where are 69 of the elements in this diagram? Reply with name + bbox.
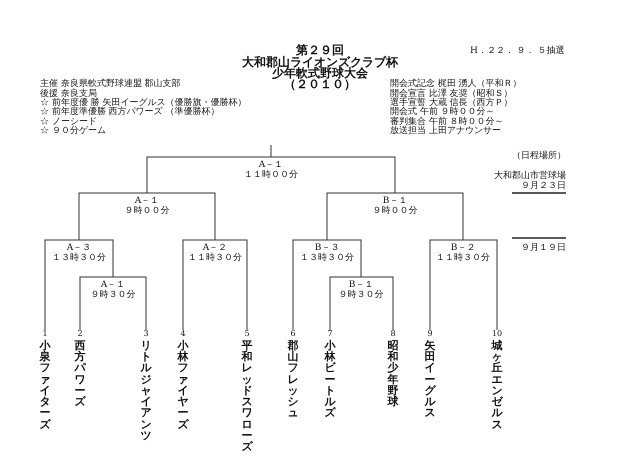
seed-number: 2: [76, 330, 84, 338]
bracket-line: [330, 276, 362, 330]
team-name: 西方パワーズ: [74, 340, 86, 408]
bracket-line: [270, 144, 272, 158]
note: ☆ 前年度優 勝 矢田イーグルス（優勝旗・優勝杯）: [40, 99, 247, 108]
seed-number: 5: [243, 330, 251, 338]
bracket-line: [44, 240, 80, 330]
note: ☆ ９０分ゲーム: [40, 127, 106, 136]
match-label: A－１ ９時００分: [107, 193, 187, 217]
note: 開会式 午前 ９時００分～: [390, 108, 495, 117]
note: ☆ 前年度準優勝 西方パワーズ （準優勝杯）: [40, 108, 220, 117]
venue-text: 大和郡山市営球場: [494, 172, 566, 181]
bracket-line: [326, 192, 396, 240]
match-label: B－１ ９時３０分: [321, 277, 401, 301]
seed-number: 8: [389, 330, 397, 338]
seed-number: 10: [490, 330, 504, 338]
team-name: 小林ファイヤーズ: [178, 340, 188, 430]
match-label: B－１ ９時００分: [355, 193, 435, 217]
date-text: ９月２３日: [521, 182, 566, 191]
team-name: 小林ビートルズ: [324, 340, 336, 419]
note: 放送担当 上田アナウンサー: [390, 127, 501, 136]
note: 後援 奈良支局: [40, 90, 97, 99]
note: 選手宣誓 大蔵 信長（西方Ｐ）: [390, 99, 513, 108]
seed-number: 3: [142, 330, 150, 338]
bracket-line: [360, 276, 394, 330]
date-note: H．２２． ９． ５抽選: [470, 47, 565, 56]
team-name: 昭和少年野球: [388, 340, 398, 408]
match-label: A－１ ９時３０分: [73, 277, 153, 301]
seed-number: 4: [179, 330, 187, 338]
title: 少年軟式野球大会: [272, 67, 368, 79]
bracket-line: [462, 240, 498, 330]
team-name: 小泉ファイターズ: [40, 340, 50, 430]
note: 開会式記念 梶田 湧人（平和Ｒ）: [390, 80, 522, 89]
note: （日程場所）: [512, 152, 566, 161]
bracket-line: [146, 156, 272, 194]
bracket-line: [78, 192, 148, 240]
bracket-line: [80, 276, 114, 330]
team-name: 平和レッドスワローズ: [242, 340, 252, 452]
seed-number: 6: [289, 330, 297, 338]
match-label: A－２ １１時３０分: [175, 240, 255, 264]
seed-number: 1: [41, 330, 49, 338]
seed-number: 7: [326, 330, 334, 338]
note: 主催 奈良県軟式野球連盟 郡山支部: [40, 80, 181, 89]
team-name: 城ヶ丘エンゼルス: [492, 340, 502, 430]
bracket-line: [78, 240, 114, 278]
date-text: ９月１９日: [521, 244, 566, 253]
match-label: A－３ １３時３０分: [39, 240, 119, 264]
title: （２０１０）: [284, 78, 356, 90]
bracket-line: [270, 156, 396, 194]
note: ☆ ノーシード: [40, 118, 97, 127]
bracket-line: [326, 240, 362, 278]
title: 第２９回: [296, 44, 344, 56]
note: 審判集合 午前 ８時００分～: [390, 118, 504, 127]
team-name: 矢田イーグルス: [424, 340, 436, 419]
note: 開会宣言 比澤 友奨（昭和Ｓ）: [390, 90, 513, 99]
seed-number: 9: [426, 330, 434, 338]
bracket-line: [292, 240, 328, 330]
team-name: 郡山フレッシュ: [288, 340, 298, 419]
bracket-line: [182, 240, 216, 330]
bracket-line: [214, 240, 248, 330]
match-label: B－２ １１時３０分: [423, 240, 503, 264]
bracket-line: [112, 276, 146, 330]
bracket-line: [394, 192, 464, 240]
bracket-line: [430, 240, 464, 330]
bracket-line: [146, 192, 216, 240]
team-name: リトルジャイアンツ: [140, 340, 152, 441]
match-label: B－３ １３時３０分: [287, 240, 367, 264]
title: 大和郡山ライオンズクラブ杯: [242, 56, 398, 68]
match-label: A－１ １１時００分: [231, 157, 311, 181]
